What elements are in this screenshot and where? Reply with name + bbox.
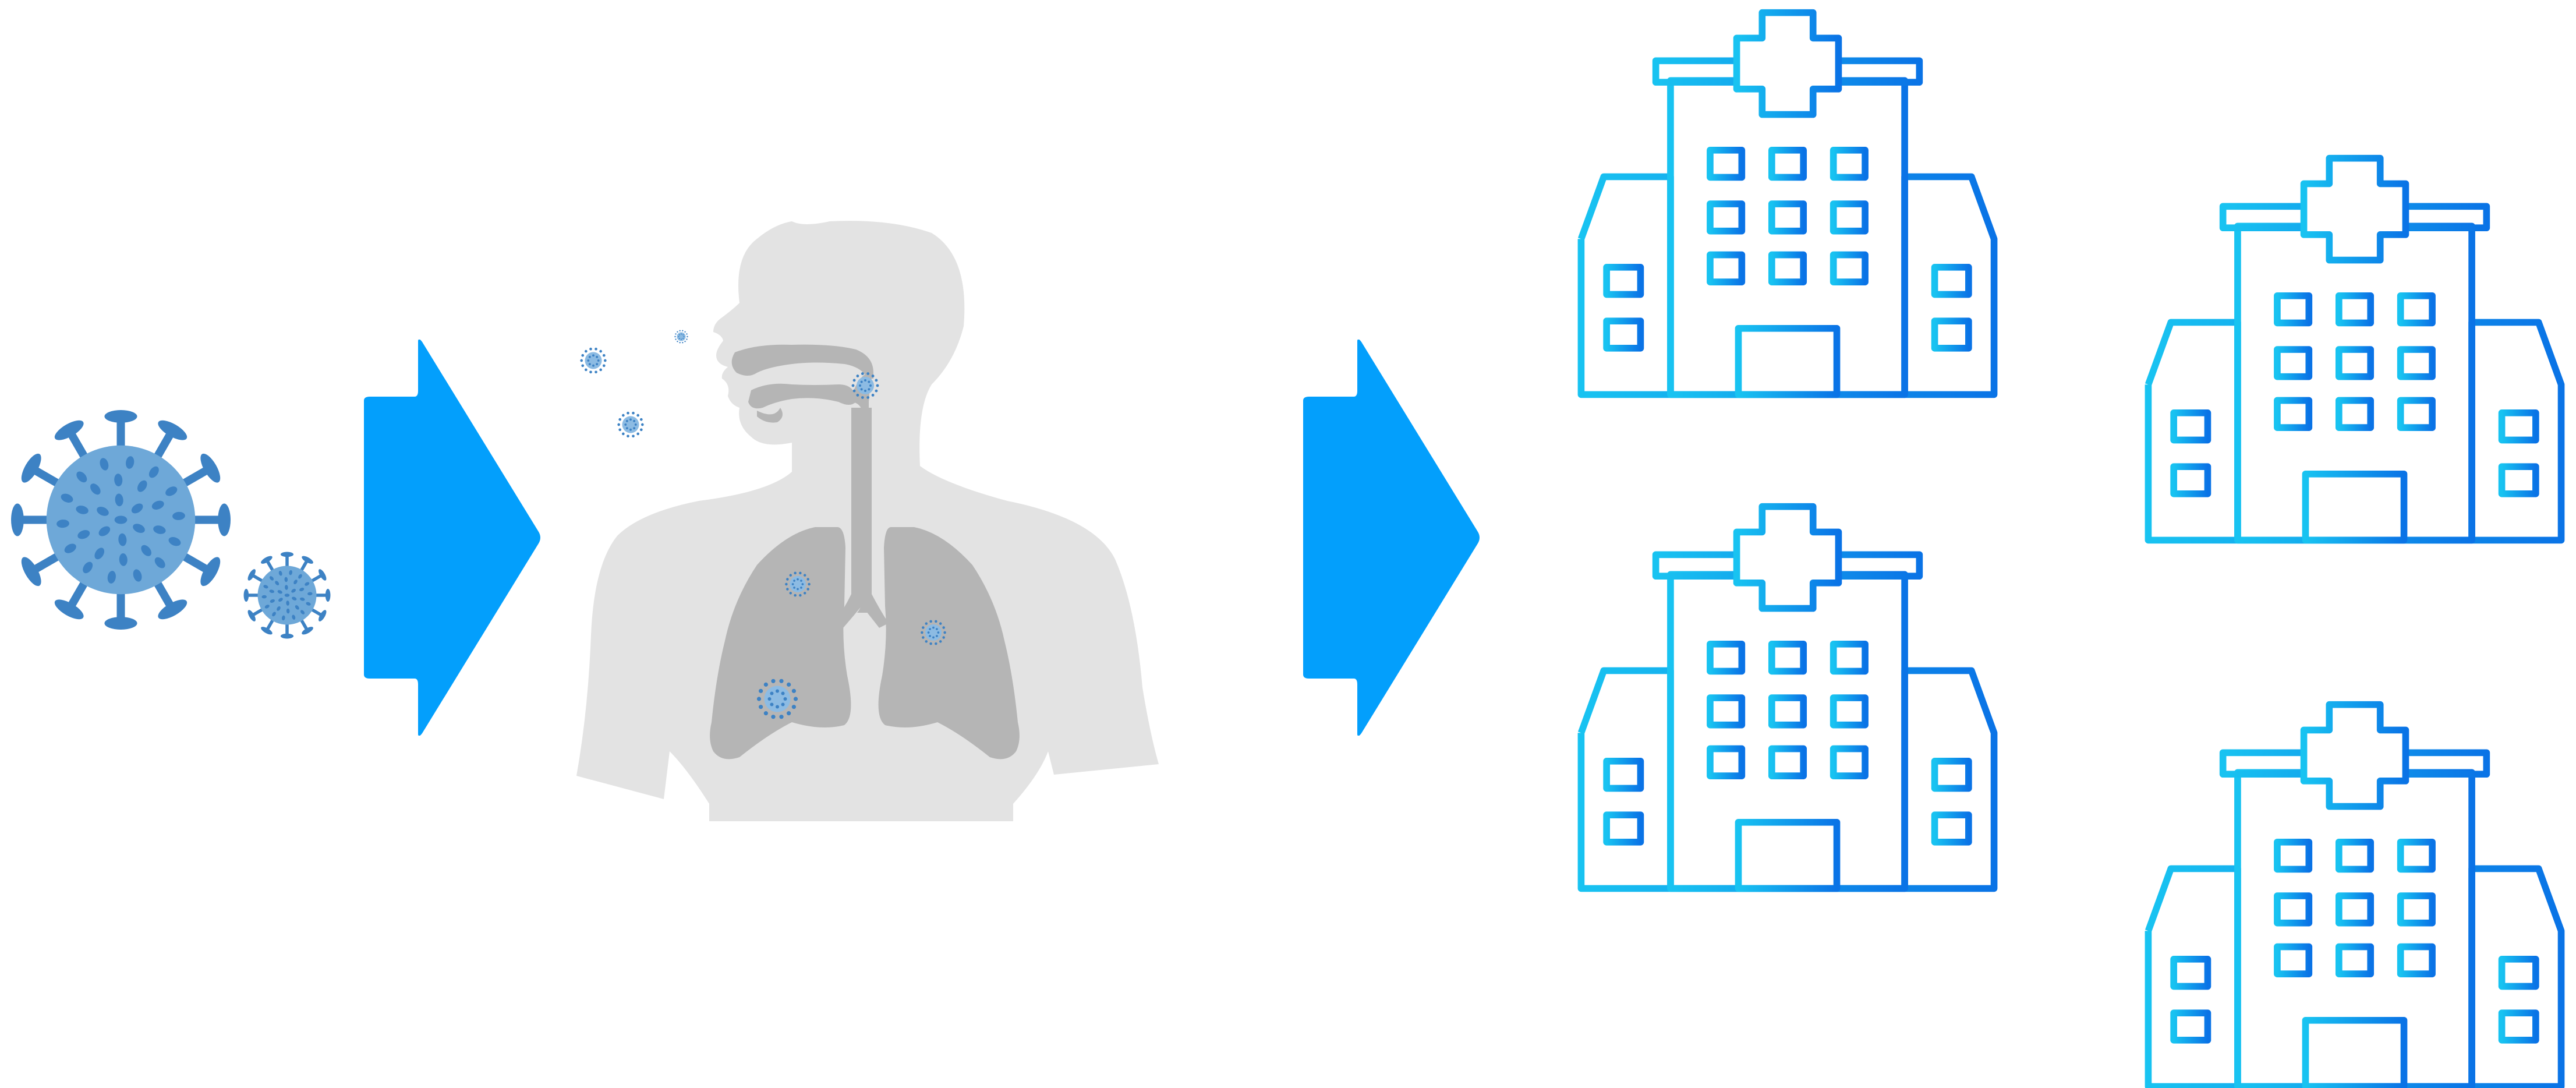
coronavirus-particle-icon (580, 348, 606, 373)
hospital-icon (1581, 507, 1994, 889)
human-respiratory-anatomy-icon (576, 221, 1159, 821)
flow-arrow-icon (364, 339, 540, 736)
flow-arrow-icon (1303, 339, 1480, 736)
hospital-icon (1581, 13, 1994, 395)
hospital-icon (2148, 158, 2561, 541)
coronavirus-particle-icon (674, 330, 688, 344)
hospital-icon (2148, 705, 2561, 1087)
coronavirus-icon (11, 410, 231, 630)
coronavirus-particle-icon (617, 412, 643, 437)
coronavirus-icon (244, 552, 331, 639)
